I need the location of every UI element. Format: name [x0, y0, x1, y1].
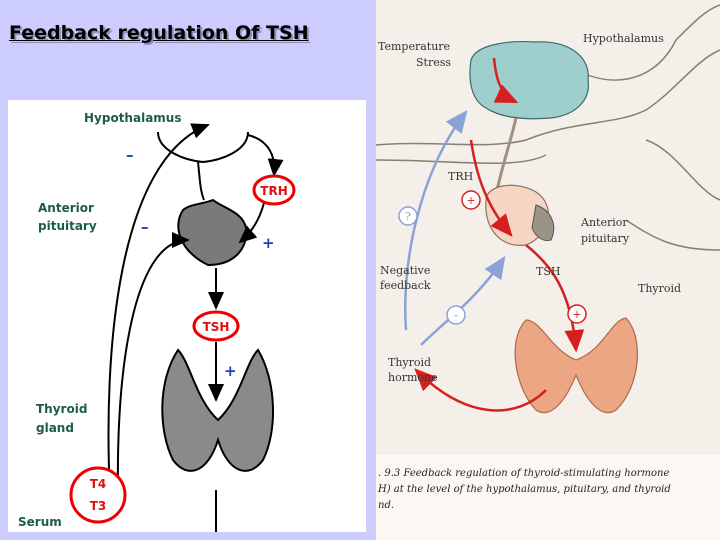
figure-caption-line1: . 9.3 Feedback regulation of thyroid-sti…: [378, 468, 669, 479]
question-badge: [398, 206, 418, 226]
temperature-label: Temperature: [378, 40, 450, 53]
t4-label: T4: [90, 477, 107, 491]
caption-background: [376, 455, 720, 540]
brain-outline-4: [645, 139, 720, 201]
trh-label: TRH: [448, 170, 473, 183]
plus-sign-trh: +: [262, 234, 275, 252]
plus-badge-tsh: [567, 304, 587, 324]
tsh-label: TSH: [536, 265, 560, 278]
thyroid-gland-label-line2: gland: [36, 421, 74, 435]
tsh-label: TSH: [203, 320, 230, 334]
t4-t3-badge: [69, 466, 127, 524]
feedback-arrow-pituitary: [116, 232, 190, 496]
figure-caption-line3: nd.: [378, 500, 394, 511]
trh-badge: [252, 174, 296, 206]
minus-sign-pituitary: –: [141, 218, 149, 236]
figure-caption-line2: H) at the level of the hypothalamus, pit…: [377, 484, 671, 495]
anterior-pituitary-label-line1: Anterior: [38, 201, 94, 215]
plus-sign-tsh: +: [224, 362, 237, 380]
posterior-pituitary-shape: [531, 204, 555, 241]
trh-to-pituitary-arrow: [238, 202, 265, 244]
brain-outline-2: [376, 154, 547, 165]
pituitary-stalk: [197, 161, 205, 201]
left-feedback-diagram: Hypothalamus Anterior pituitary Thyroid …: [8, 100, 366, 532]
hypothalamus-label: Hypothalamus: [583, 32, 664, 45]
negative-feedback-pituitary-arrow: [420, 255, 506, 346]
tsh-badge: [192, 310, 240, 342]
thyroid-hormone-label-line1: Thyroid: [388, 356, 431, 369]
right-feedback-diagram: + ? – + Temperature Stress Hypothalamus …: [376, 0, 720, 540]
plus-badge-trh: [461, 190, 481, 210]
brain-outline-1: [376, 49, 720, 146]
brain-outline-3: [575, 4, 720, 81]
thyroid-shape: [514, 317, 638, 414]
anterior-pituitary-label-line2: pituitary: [581, 232, 630, 245]
plus-sign-trh: +: [466, 194, 475, 207]
trh-pathway-arrow: [469, 139, 513, 237]
hypothalamus-shape: [469, 40, 589, 120]
hypothalamus-to-trh-arrow: [247, 134, 284, 177]
anterior-pituitary-shape: [177, 198, 248, 267]
slide-title: Feedback regulation Of TSH: [9, 22, 309, 44]
brain-outline-5: [625, 219, 720, 251]
hypothalamus-label: Hypothalamus: [84, 111, 181, 125]
feedback-arrow-hypothalamus: [107, 123, 210, 496]
stimulus-to-hypothalamus-arrow: [492, 57, 519, 104]
thyroid-hormone-label-line2: hormone: [388, 371, 438, 384]
negative-feedback-label-line1: Negative: [380, 264, 430, 277]
tsh-pathway-arrow: [525, 244, 585, 353]
pituitary-stalk: [494, 117, 518, 196]
thyroid-hormone-arrow: [414, 368, 547, 412]
question-sign: ?: [405, 210, 411, 223]
t3-label: T3: [90, 499, 107, 513]
thyroid-label: Thyroid: [638, 282, 681, 295]
minus-sign-hypothalamus: –: [126, 146, 134, 164]
thyroid-gland-shape: [161, 348, 275, 472]
minus-badge: [446, 305, 466, 325]
anterior-pituitary-label-line1: Anterior: [580, 216, 628, 229]
minus-sign: –: [453, 309, 459, 322]
hypothalamus-shape: [157, 131, 249, 164]
plus-sign-tsh: +: [572, 308, 581, 321]
stress-label: Stress: [416, 56, 451, 69]
trh-label: TRH: [260, 184, 287, 198]
serum-label: Serum: [18, 515, 62, 529]
thyroid-gland-label-line1: Thyroid: [36, 402, 87, 416]
negative-feedback-label-line2: feedback: [380, 279, 431, 292]
anterior-pituitary-label-line2: pituitary: [38, 219, 97, 233]
